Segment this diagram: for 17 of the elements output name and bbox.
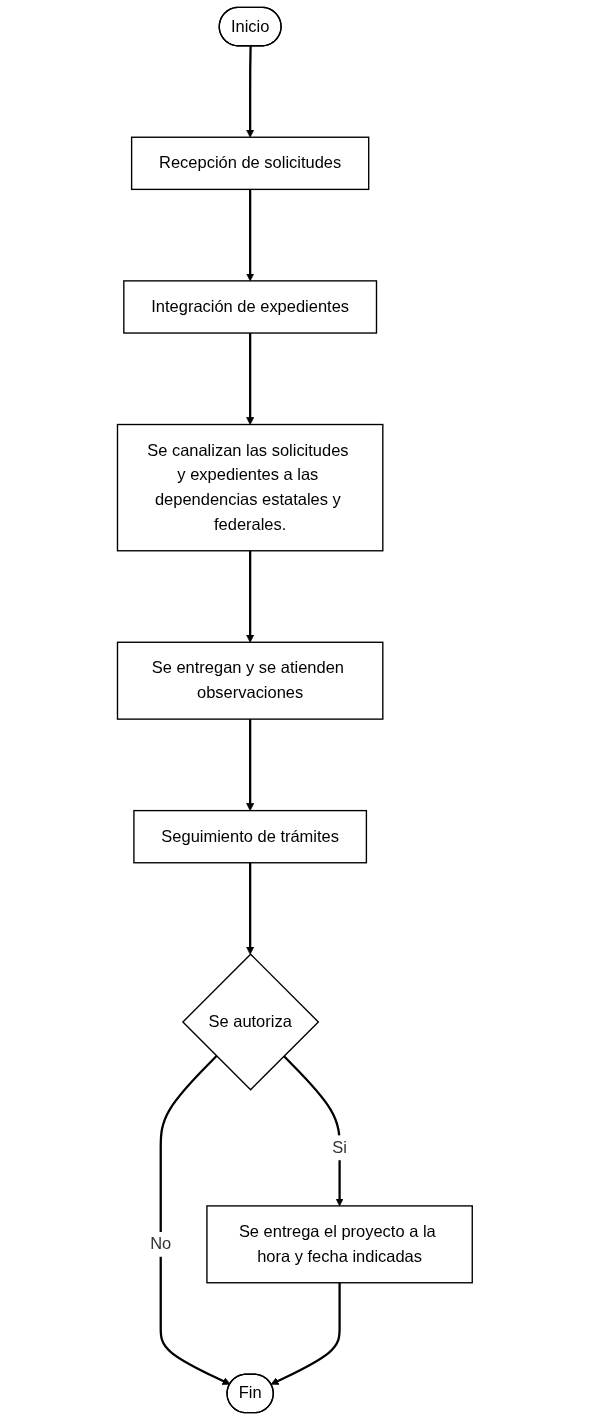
node-box: Seguimiento de trámites	[133, 809, 368, 864]
arrow	[270, 1282, 341, 1385]
arrow	[246, 719, 255, 811]
arrow	[246, 189, 255, 282]
node-box: Integración de expedientes	[123, 280, 378, 334]
arrow	[159, 1055, 231, 1385]
node-box: Se canalizan las solicitudes y expedientes a las dependencias estatales y federales.	[116, 423, 384, 552]
arrow	[246, 333, 255, 425]
node-box: Se entrega el proyecto a la hora y fecha indicadas	[206, 1205, 474, 1284]
edge-label: Si	[332, 1138, 348, 1157]
arrow	[246, 46, 255, 138]
arrow	[246, 862, 255, 955]
arrow	[246, 550, 255, 643]
edge-label: No	[150, 1234, 172, 1254]
node-box: Recepción de solicitudes	[131, 136, 370, 191]
node-box: Se entregan y se atienden observaciones	[116, 641, 384, 720]
node-diamond: Se autoriza	[182, 953, 320, 1091]
